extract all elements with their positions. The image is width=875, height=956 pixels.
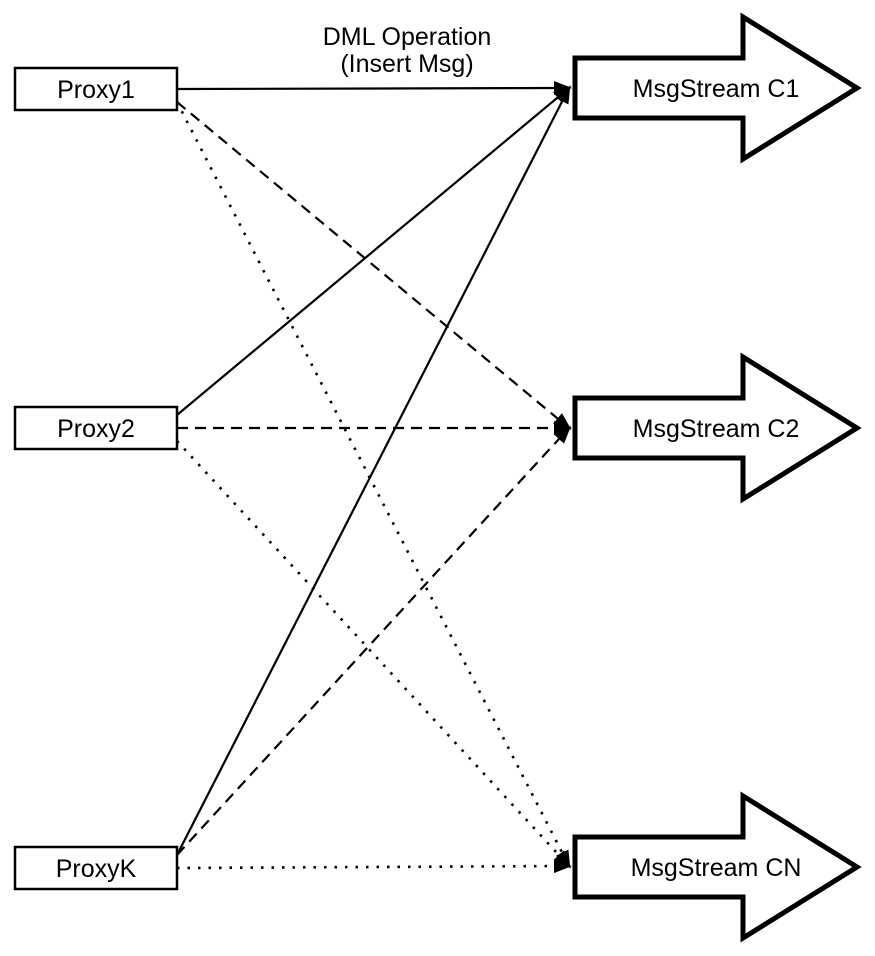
msgstream-cn-label: MsgStream CN (631, 854, 802, 882)
proxyk-label: ProxyK (56, 855, 137, 883)
node-proxyk: ProxyK (13, 845, 179, 891)
dml-operation-label-line2: (Insert Msg) (340, 50, 473, 78)
edge-proxyk-to-c2-dashed (176, 425, 572, 856)
node-proxy1: Proxy1 (13, 66, 179, 112)
msgstream-c2-label: MsgStream C2 (633, 415, 800, 443)
node-proxy2: Proxy2 (13, 405, 179, 451)
proxy1-box (13, 66, 179, 112)
dml-operation-annotation: DML Operation (Insert Msg) (323, 23, 492, 78)
edge-proxy1-to-c2-dashed (176, 101, 572, 430)
edge-proxy1-to-c1-solid (176, 81, 572, 96)
proxy2-box (13, 405, 179, 451)
connector-lines (175, 81, 572, 874)
stream-msgstream-c2: MsgStream C2 (572, 352, 862, 504)
proxyk-box (13, 845, 179, 891)
msgstream-cn-arrow-shape (572, 791, 862, 943)
msgstream-c1-label: MsgStream C1 (633, 75, 800, 103)
stream-msgstream-c1: MsgStream C1 (572, 12, 862, 164)
stream-msgstream-cn: MsgStream CN (572, 791, 862, 943)
dml-operation-label-line1: DML Operation (323, 23, 492, 51)
edge-proxy2-to-cn-dotted (176, 440, 572, 869)
edge-proxy1-to-cn-dotted (175, 101, 571, 869)
edge-proxyk-to-cn-dotted (176, 859, 572, 874)
msgstream-c2-arrow-shape (572, 352, 862, 504)
edge-proxyk-to-c1-solid (176, 85, 571, 856)
edge-proxy2-to-c1-solid (176, 86, 572, 416)
proxy1-label: Proxy1 (57, 76, 135, 104)
proxy2-label: Proxy2 (57, 415, 135, 443)
msgstream-c1-arrow-shape (572, 12, 862, 164)
